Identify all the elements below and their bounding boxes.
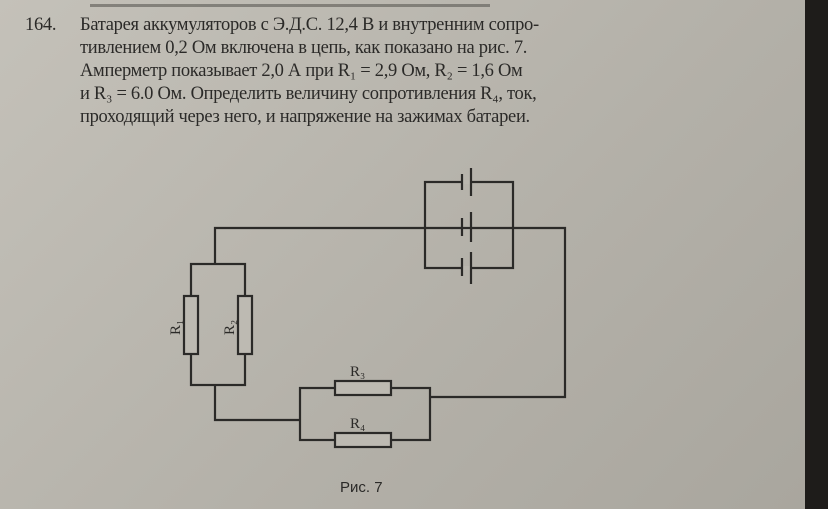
left-parallel-branch [182,262,254,387]
problem-line: Батарея аккумуляторов с Э.Д.С. 12,4 В и … [80,15,539,35]
problem-line: и R₃ = 6.0 Ом. Определить величину сопро… [80,84,537,104]
problem-line: проходящий через него, и напряжение на з… [80,107,530,127]
problem-line: Амперметр показывает 2,0 А при R₁ = 2,9 … [80,61,523,81]
label-r2: R₂ [222,320,238,335]
previous-text-remnant [90,0,490,7]
resistor-r1 [182,294,200,356]
textbook-page: 164. Батарея аккумуляторов с Э.Д.С. 12,4… [0,0,805,509]
wires [213,226,567,422]
label-r3: R₃ [350,364,365,380]
figure-caption: Рис. 7 [340,479,383,496]
resistor-r3 [333,379,393,397]
problem-number: 164. [25,15,57,35]
label-r4: R₄ [350,416,365,432]
resistor-r2 [236,294,254,356]
label-r1: R₁ [168,320,184,335]
circuit-diagram: R₁ R₂ R₃ R₄ [168,168,567,449]
page-edge-shadow [805,0,828,509]
problem-line: тивлением 0,2 Ом включена в цепь, как по… [80,38,528,58]
resistor-r4 [333,431,393,449]
battery-bank [423,168,515,284]
bottom-parallel-branch [298,379,432,449]
